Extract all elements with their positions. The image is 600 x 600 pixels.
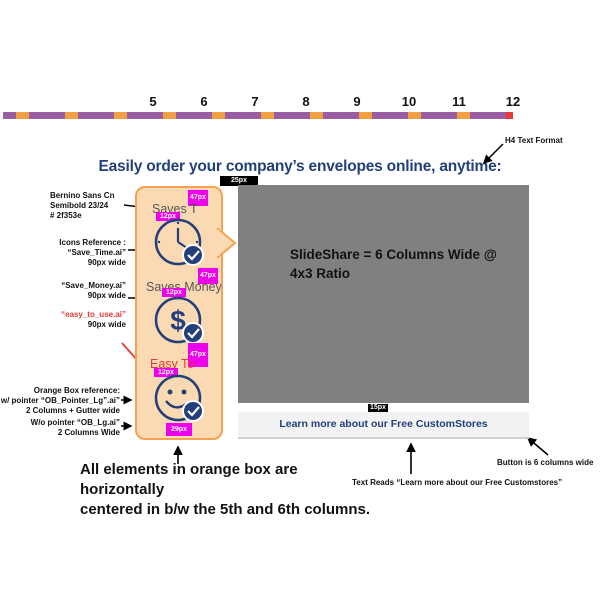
ruler-segment <box>457 112 470 119</box>
learn-more-button[interactable]: Learn more about our Free CustomStores <box>238 412 529 439</box>
icons-reference-note: Icons Reference :“Save_Time.ai”90px wide <box>59 238 126 267</box>
ruler-segment <box>176 112 212 119</box>
slideshare-placeholder <box>238 185 529 403</box>
padding-tag-47-2: 47px <box>198 268 218 284</box>
dollar-check-icon: $ <box>154 296 204 344</box>
column-number-6: 6 <box>200 94 208 109</box>
h4-arrow <box>482 143 504 165</box>
centering-note: All elements in orange box are horizonta… <box>80 461 371 518</box>
column-number-11: 11 <box>452 94 466 109</box>
ruler-segment <box>274 112 310 119</box>
ruler-segment <box>359 112 372 119</box>
clock-check-icon <box>154 218 204 266</box>
button-width-note: Button is 6 columns wide <box>497 458 594 467</box>
orange-box-reference-note: Orange Box reference:w/ pointer “OB_Poin… <box>0 386 120 437</box>
ruler-segment <box>310 112 323 119</box>
orange-box-pointer <box>217 228 237 258</box>
page-headline: Easily order your company’s envelopes on… <box>98 158 502 175</box>
column-number-5: 5 <box>149 94 157 109</box>
button-width-arrow <box>526 436 549 456</box>
save-money-reference-note: “Save_Money.ai”90px wide <box>61 281 126 300</box>
ruler-segment <box>16 112 29 119</box>
easy-to-use-label: Easy To <box>150 357 195 371</box>
padding-tag-29: 29px <box>166 423 192 436</box>
ruler-segment <box>29 112 65 119</box>
h4-format-note: H4 Text Format <box>505 136 563 145</box>
ruler-segment <box>225 112 261 119</box>
ruler-segment <box>78 112 114 119</box>
ruler-segment <box>114 112 127 119</box>
ruler-segment <box>127 112 163 119</box>
button-text-note: Text Reads “Learn more about our Free Cu… <box>352 478 563 487</box>
easy-to-use-reference-note: “easy_to_use.ai”90px wide <box>61 310 126 329</box>
column-number-12: 12 <box>505 94 521 109</box>
orange-box <box>135 186 223 440</box>
spacing-tag-15: 15px <box>368 404 388 412</box>
ruler-segment <box>470 112 506 119</box>
ruler-segment <box>323 112 359 119</box>
padding-tag-12-3: 12px <box>154 368 178 377</box>
ruler-segment <box>65 112 78 119</box>
ruler-segment <box>261 112 274 119</box>
padding-tag-47-1: 47px <box>188 190 208 206</box>
ruler-segment <box>212 112 225 119</box>
column-number-8: 8 <box>302 94 310 109</box>
ruler-segment <box>163 112 176 119</box>
column-number-10: 10 <box>401 94 417 109</box>
padding-tag-12-2: 12px <box>162 288 186 297</box>
padding-tag-12-1: 12px <box>156 212 180 221</box>
smiley-check-icon <box>154 374 204 422</box>
svg-text:$: $ <box>170 305 186 336</box>
ruler-segment <box>372 112 408 119</box>
spacing-tag-25: 25px <box>220 176 258 186</box>
column-number-9: 9 <box>353 94 361 109</box>
slideshare-label: SlideShare = 6 Columns Wide @4x3 Ratio <box>290 247 497 281</box>
ruler-segment <box>506 112 513 119</box>
column-number-7: 7 <box>251 94 259 109</box>
ruler-segment <box>421 112 457 119</box>
column-ruler <box>3 112 537 119</box>
padding-tag-47-3: 47px <box>188 343 208 367</box>
ruler-segment <box>408 112 421 119</box>
ruler-segment <box>3 112 16 119</box>
